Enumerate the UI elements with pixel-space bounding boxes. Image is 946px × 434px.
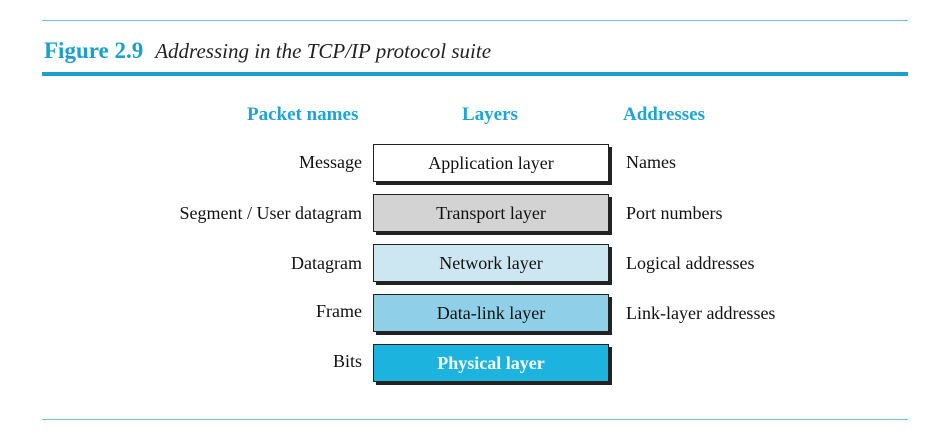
application-layer-box: Application layer xyxy=(373,144,609,182)
layer-label: Application layer xyxy=(428,152,554,173)
physical-layer-box: Physical layer xyxy=(373,344,609,382)
packet-name-message: Message xyxy=(299,152,362,172)
caption-rule xyxy=(42,72,908,76)
packet-name-bits: Bits xyxy=(332,351,362,371)
figure-number: Figure 2.9 xyxy=(44,38,144,63)
layer-label: Transport layer xyxy=(436,202,546,223)
packet-name-frame: Frame xyxy=(316,301,362,321)
figure-caption: Figure 2.9 Addressing in the TCP/IP proto… xyxy=(44,38,491,64)
packet-name-segment: Segment / User datagram xyxy=(179,203,362,223)
layer-label: Network layer xyxy=(439,252,543,273)
address-logical: Logical addresses xyxy=(626,253,755,273)
bottom-rule xyxy=(42,419,908,420)
packet-name-datagram: Datagram xyxy=(291,253,362,273)
datalink-layer-box: Data-link layer xyxy=(373,294,609,332)
layer-label: Data-link layer xyxy=(436,302,546,323)
transport-layer-box: Transport layer xyxy=(373,194,609,232)
top-rule xyxy=(42,20,908,21)
header-addresses: Addresses xyxy=(623,104,705,125)
address-link-layer: Link-layer addresses xyxy=(626,303,776,323)
layer-label: Physical layer xyxy=(437,352,545,373)
header-packet-names: Packet names xyxy=(247,104,359,125)
address-names: Names xyxy=(626,152,676,172)
network-layer-box: Network layer xyxy=(373,244,609,282)
figure-title: Addressing in the TCP/IP protocol suite xyxy=(155,39,492,63)
address-port-numbers: Port numbers xyxy=(626,203,723,223)
header-layers: Layers xyxy=(462,104,518,125)
